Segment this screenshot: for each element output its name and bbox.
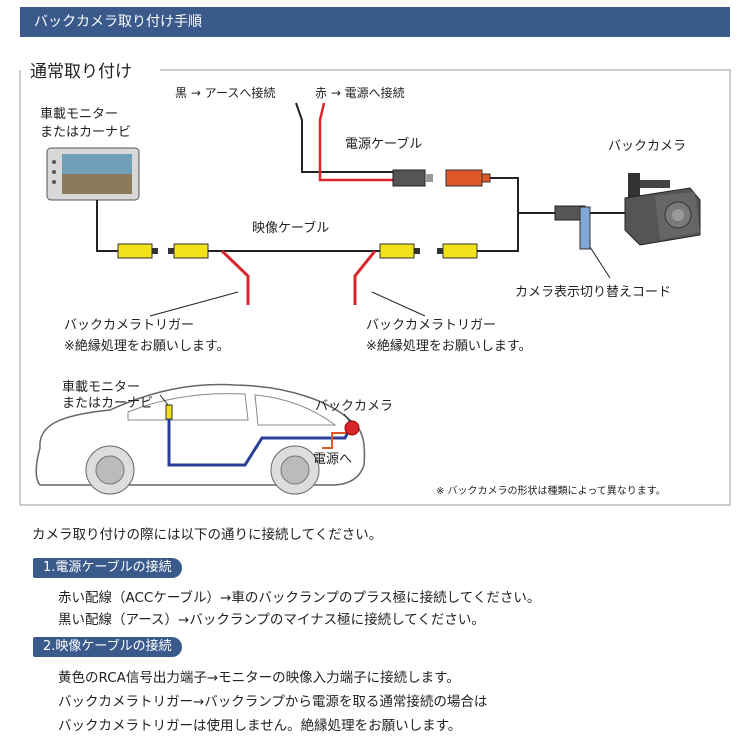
car-illustration <box>35 383 366 495</box>
step-1-tag: 1.電源ケーブルの接続 <box>33 558 182 578</box>
step-2-tag: 2.映像ケーブルの接続 <box>33 637 182 657</box>
wire-ground-label: 黒 → アースへ接続 <box>175 85 275 100</box>
back-camera-label: バックカメラ <box>608 139 686 154</box>
trigger-left-label-2: ※絶縁処理をお願いします。 <box>64 338 230 354</box>
car-power-label: 電源へ <box>313 452 352 467</box>
video-cable-label: 映像ケーブル <box>252 220 329 236</box>
switch-cord-label: カメラ表示切り替えコード <box>515 285 671 300</box>
shape-note: ※ バックカメラの形状は種類によって異なります。 <box>436 484 666 497</box>
car-monitor-label-2: またはカーナビ <box>62 396 153 411</box>
car-camera-mark <box>344 420 360 436</box>
trigger-right-label-2: ※絶縁処理をお願いします。 <box>366 338 532 354</box>
car-monitor-mark <box>165 404 173 420</box>
wiring-diagram: 通常取り付け 車載モニター またはカーナビ 映像ケーブル <box>19 62 731 506</box>
rca-connector-1 <box>117 243 158 259</box>
monitor-label-2: またはカーナビ <box>40 125 131 140</box>
camera-connector <box>554 205 591 250</box>
car-monitor-label-1: 車載モニター <box>62 380 140 395</box>
step-1-line-1: 赤い配線（ACCケーブル）→車のバックランプのプラス極に接続してください。 <box>58 590 541 606</box>
trigger-right-label-1: バックカメラトリガー <box>366 318 496 333</box>
section-title: 通常取り付け <box>30 62 132 82</box>
page-title: バックカメラ取り付け手順 <box>34 14 202 30</box>
power-cable-label: 電源ケーブル <box>345 136 422 152</box>
step-2-line-1: 黄色のRCA信号出力端子→モニターの映像入力端子に接続します。 <box>58 670 460 686</box>
trigger-left-label-1: バックカメラトリガー <box>64 318 194 333</box>
rca-connector-4 <box>437 243 478 259</box>
monitor-label-1: 車載モニター <box>40 107 118 122</box>
rca-connector-2 <box>168 243 209 259</box>
back-camera-icon <box>624 173 701 246</box>
car-camera-label: バックカメラ <box>315 399 393 414</box>
step-2-line-2: バックカメラトリガー→バックランプから電源を取る通常接続の場合は <box>58 694 488 710</box>
rca-connector-3 <box>379 243 420 259</box>
intro-text: カメラ取り付けの際には以下の通りに接続してください。 <box>32 527 383 543</box>
monitor-icon <box>46 147 140 201</box>
step-2-line-3: バックカメラトリガーは使用しません。絶縁処理をお願いします。 <box>58 718 462 734</box>
step-1-line-2: 黒い配線（アース）→バックランプのマイナス極に接続してください。 <box>58 612 485 628</box>
power-plug-female <box>445 169 491 187</box>
wire-power-label: 赤 → 電源へ接続 <box>315 85 405 100</box>
power-plug-male <box>392 169 433 187</box>
page-header: バックカメラ取り付け手順 <box>20 7 730 37</box>
